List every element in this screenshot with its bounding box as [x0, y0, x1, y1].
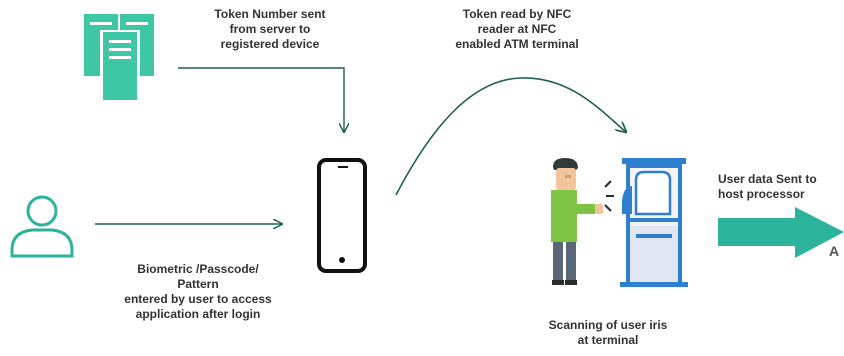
smartphone-icon — [317, 158, 367, 273]
iris-line-1: Scanning of user iris — [548, 318, 668, 332]
biometric-line-4: application after login — [135, 307, 261, 321]
token-sent-line-1: Token Number sent — [214, 7, 326, 21]
token-sent-line-3: registered device — [220, 37, 320, 51]
user-data-line-2: host processor — [718, 187, 805, 201]
phone-to-atm-curve — [395, 77, 626, 196]
biometric-line-3: entered by user to access — [124, 292, 272, 306]
server-to-phone-arrow — [178, 67, 344, 132]
person-scanning-icon — [551, 158, 614, 285]
truncated-label: A — [829, 243, 840, 259]
nfc-read-label: Token read by NFC reader at NFC enabled … — [432, 7, 602, 52]
atm-terminal-icon — [620, 158, 688, 287]
user-data-line-1: User data Sent to — [718, 172, 817, 186]
token-sent-line-2: from server to — [229, 22, 311, 36]
biometric-label: Biometric /Passcode/ Pattern entered by … — [98, 262, 298, 322]
nfc-line-3: enabled ATM terminal — [455, 37, 579, 51]
iris-line-2: at terminal — [577, 333, 639, 347]
block-arrow-icon — [718, 207, 844, 258]
server-icon — [84, 14, 154, 102]
user-icon — [10, 195, 74, 258]
biometric-line-1: Biometric /Passcode/ — [137, 262, 259, 276]
user-data-label: User data Sent to host processor — [718, 172, 844, 202]
iris-scan-label: Scanning of user iris at terminal — [528, 318, 688, 348]
token-sent-label: Token Number sent from server to registe… — [190, 7, 350, 52]
biometric-line-2: Pattern — [177, 277, 219, 291]
nfc-line-2: reader at NFC — [477, 22, 557, 36]
nfc-line-1: Token read by NFC — [462, 7, 572, 21]
